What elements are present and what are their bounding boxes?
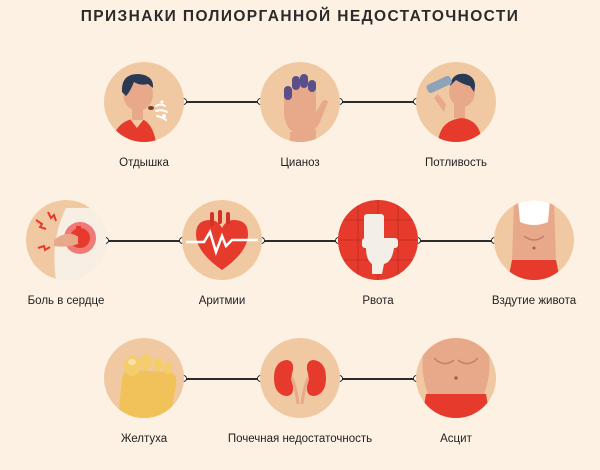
symptom-circle-chest-pain [26,200,106,280]
connector-line [184,101,262,103]
symptom-circle-sweating [416,62,496,142]
symptom-label: Асцит [440,433,472,445]
symptom-label: Боль в сердце [27,295,105,307]
symptom-label: Почечная недостаточность [227,433,373,445]
symptom-label: Рвота [362,295,394,307]
connector-line [106,240,184,242]
symptom-circle-cyanosis [260,62,340,142]
kidneys-icon [274,360,326,405]
chest-pain-icon [35,208,106,280]
symptom-label: Цианоз [280,157,320,169]
symptom-label: Вздутие живота [491,295,577,307]
symptom-circle-vomiting [338,200,418,280]
symptom-circle-renal-failure [260,338,340,418]
symptom-label: Отдышка [119,157,169,169]
yellow-foot-icon [118,354,177,418]
symptom-circle-dyspnea [104,62,184,142]
symptom-circle-jaundice [104,338,184,418]
symptom-label: Аритмии [198,295,246,307]
ascites-belly-icon [422,338,490,418]
symptom-circle-bloating [494,200,574,280]
cyanotic-hand-icon [284,74,328,142]
bloated-belly-icon [508,200,560,280]
toilet-icon [338,200,418,280]
symptom-circle-ascites [416,338,496,418]
breathing-person-icon [112,74,168,142]
symptom-circle-arrhythmia [182,200,262,280]
connector-line [418,240,496,242]
page-title: ПРИЗНАКИ ПОЛИОРГАННОЙ НЕДОСТАТОЧНОСТИ [80,8,520,25]
symptom-label: Желтуха [120,433,168,445]
connector-line [262,240,340,242]
connector-line [340,378,418,380]
heart-pulse-icon [186,210,258,270]
connector-line [184,378,262,380]
drinking-person-icon [426,73,482,142]
connector-line [340,101,418,103]
symptom-label: Потливость [425,157,487,169]
